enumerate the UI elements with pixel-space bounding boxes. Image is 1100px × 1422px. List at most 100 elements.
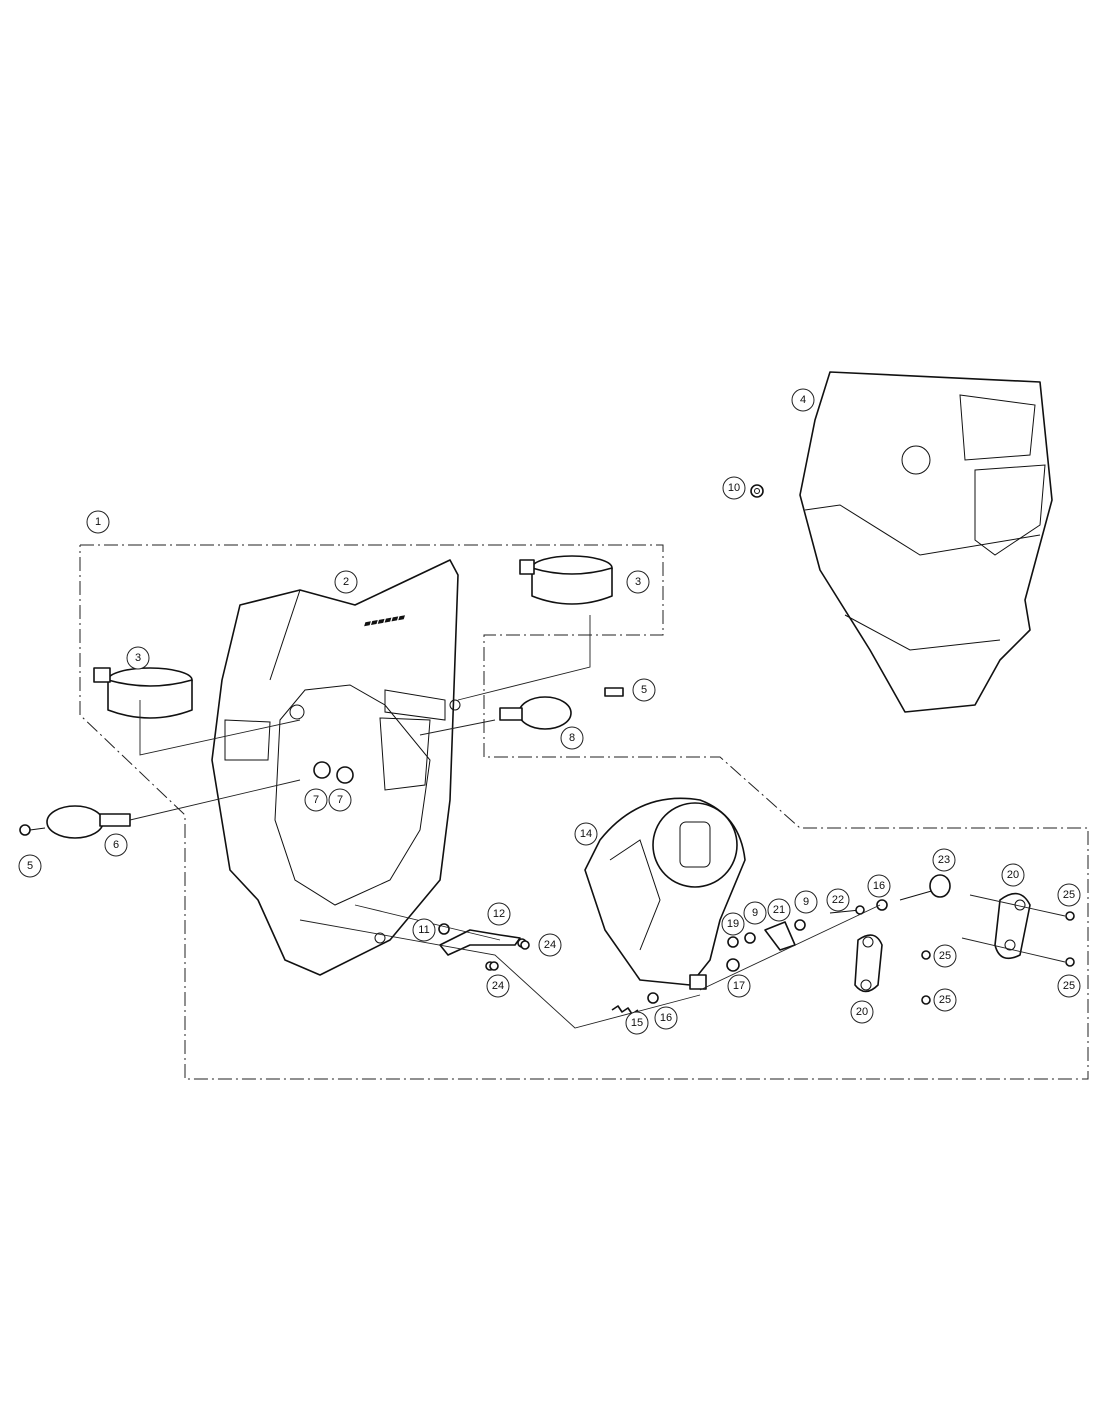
callout-25: 25	[933, 988, 957, 1012]
callout-circle	[867, 874, 891, 898]
callout-circle	[86, 510, 110, 534]
callout-circle	[574, 822, 598, 846]
callout-circle	[538, 933, 562, 957]
callout-circle	[625, 1011, 649, 1035]
leader-lines	[129, 615, 1066, 1029]
callout-circle	[486, 974, 510, 998]
callout-25: 25	[933, 944, 957, 968]
callout-number: 8	[569, 732, 575, 744]
callout-15: 15	[625, 1011, 649, 1035]
indicator-part-6	[46, 805, 131, 839]
indicator-part-8	[499, 696, 572, 730]
callout-number: 3	[135, 652, 141, 664]
clamp-part-20-right	[994, 892, 1031, 960]
callout-number: 14	[580, 828, 592, 840]
callout-number: 6	[113, 839, 119, 851]
callout-3: 3	[626, 570, 650, 594]
callout-number: 21	[773, 904, 785, 916]
callout-circle	[104, 833, 128, 857]
callout-circle	[743, 901, 767, 925]
callout-number: 25	[939, 994, 951, 1006]
callout-14: 14	[574, 822, 598, 846]
callout-9: 9	[794, 890, 818, 914]
callout-circle	[850, 1000, 874, 1024]
callout-23: 23	[932, 848, 956, 872]
screw-part-22	[829, 905, 865, 915]
bracket-part-21	[764, 921, 796, 951]
screws-part-25	[489, 911, 1075, 1005]
callout-circle	[412, 918, 436, 942]
callout-number: 22	[832, 894, 844, 906]
callout-circle	[933, 944, 957, 968]
callout-circle	[794, 890, 818, 914]
callout-number: 4	[800, 394, 806, 406]
callout-circle	[487, 902, 511, 926]
clamp-part-3-left	[93, 667, 193, 719]
callout-3: 3	[126, 646, 150, 670]
callout-circle	[791, 388, 815, 412]
callout-4: 4	[791, 388, 815, 412]
callout-circle	[626, 570, 650, 594]
callout-circle	[932, 848, 956, 872]
callout-circle	[328, 788, 352, 812]
callout-number: 20	[1007, 869, 1019, 881]
headlight-part-14	[584, 797, 746, 990]
callout-24: 24	[538, 933, 562, 957]
callout-number: 23	[938, 854, 950, 866]
callout-circle	[304, 788, 328, 812]
callout-number: 11	[418, 924, 429, 936]
callout-number: 17	[733, 980, 745, 992]
callout-19: 19	[721, 912, 745, 936]
callout-number: 1	[95, 516, 101, 528]
callout-1: 1	[86, 510, 110, 534]
callout-9: 9	[743, 901, 767, 925]
callout-number: 16	[660, 1012, 672, 1024]
clamp-part-20-left	[854, 934, 883, 993]
callout-16: 16	[867, 874, 891, 898]
plate-body-part-2: ▰▰▰▰▰▰	[211, 559, 461, 976]
callout-17: 17	[727, 974, 751, 998]
callout-number: 24	[492, 980, 504, 992]
callout-16: 16	[654, 1006, 678, 1030]
callout-12: 12	[487, 902, 511, 926]
callout-circle	[632, 678, 656, 702]
callout-number: 16	[873, 880, 885, 892]
callout-circle	[1001, 863, 1025, 887]
callout-5: 5	[18, 854, 42, 878]
callout-10: 10	[722, 476, 746, 500]
callout-number: 9	[752, 907, 758, 919]
callout-circle	[933, 988, 957, 1012]
callout-number: 7	[337, 794, 343, 806]
callout-number: 9	[803, 896, 809, 908]
callout-circle	[767, 898, 791, 922]
callout-circle	[1057, 974, 1081, 998]
clamp-part-3-right	[519, 555, 613, 605]
callout-circle	[334, 570, 358, 594]
nuts-part-7	[313, 761, 354, 784]
callout-circle	[721, 912, 745, 936]
callout-8: 8	[560, 726, 584, 750]
callout-number: 25	[1063, 980, 1075, 992]
callout-number: 5	[27, 860, 33, 872]
callout-circle	[560, 726, 584, 750]
callout-circle	[126, 646, 150, 670]
screw-part-5-left	[19, 824, 46, 836]
callout-number: 12	[493, 908, 505, 920]
callout-number: 5	[641, 684, 647, 696]
callout-number: 19	[727, 918, 739, 930]
callout-24: 24	[486, 974, 510, 998]
callout-25: 25	[1057, 883, 1081, 907]
callout-2: 2	[334, 570, 358, 594]
callout-circle	[826, 888, 850, 912]
adjuster-part-23	[899, 874, 951, 901]
callout-number: 3	[635, 576, 641, 588]
callout-number: 25	[1063, 889, 1075, 901]
callout-20: 20	[850, 1000, 874, 1024]
nut-part-10	[750, 484, 764, 498]
callout-20: 20	[1001, 863, 1025, 887]
callout-number: 24	[544, 939, 556, 951]
callout-11: 11	[412, 918, 436, 942]
callout-circle	[722, 476, 746, 500]
